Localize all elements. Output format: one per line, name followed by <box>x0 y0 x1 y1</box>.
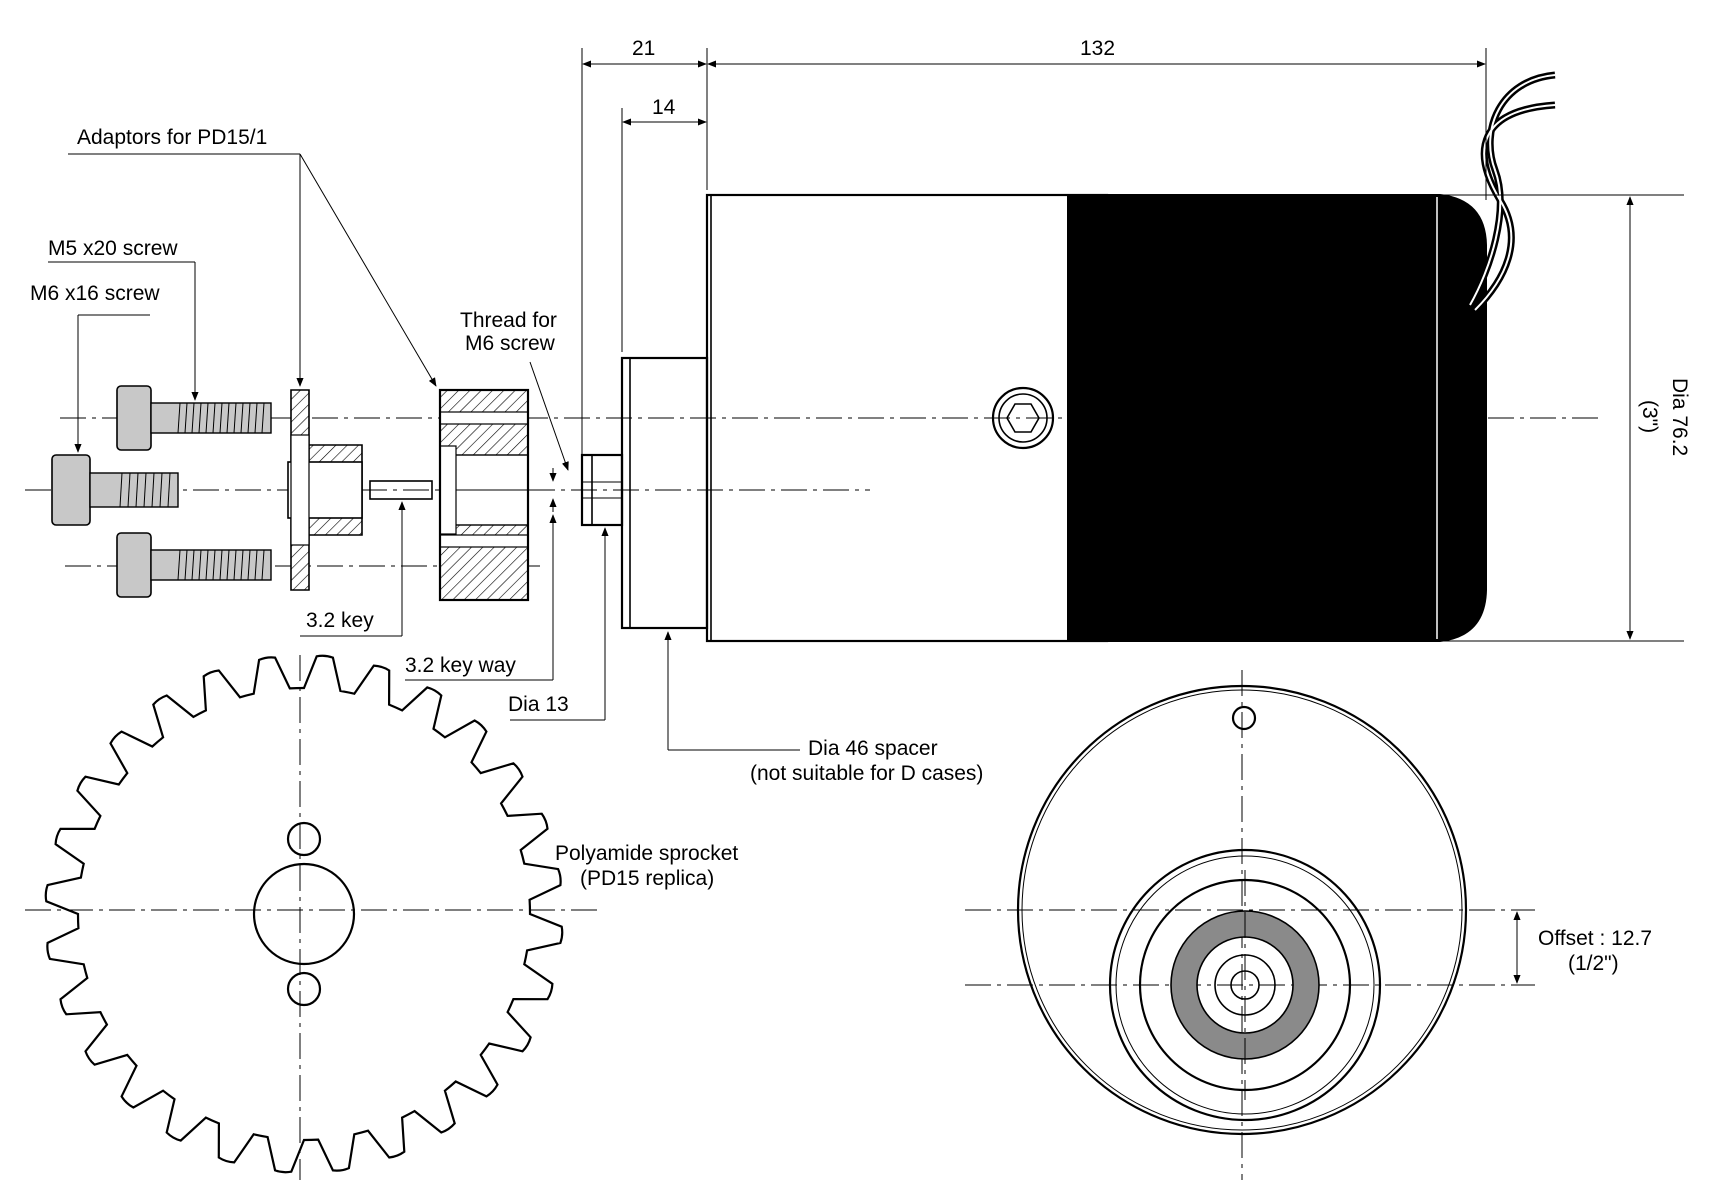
label-dia13: Dia 13 <box>508 693 569 716</box>
adaptor-sleeve <box>438 388 530 602</box>
m5-screw-bottom <box>116 532 272 598</box>
spacer-ring <box>1171 911 1319 1059</box>
motor-side-view <box>580 71 1556 643</box>
label-thread-1: Thread for <box>460 309 557 332</box>
key-part <box>369 480 433 500</box>
label-sprocket-1: Polyamide sprocket <box>555 842 738 865</box>
motor-end-view <box>1016 684 1468 1136</box>
label-offset-2: (1/2") <box>1568 952 1619 975</box>
label-m6-screw: M6 x16 screw <box>30 282 160 305</box>
label-offset-1: Offset : 12.7 <box>1538 927 1652 950</box>
label-key: 3.2 key <box>306 609 374 632</box>
label-dia76-1: Dia 76.2 <box>1668 378 1691 456</box>
leader-lines <box>48 153 800 751</box>
label-spacer-1: Dia 46 spacer <box>808 737 938 760</box>
motor-end-cap <box>1067 194 1487 642</box>
adaptor-flange <box>287 389 363 591</box>
dim-21: 21 <box>632 37 655 60</box>
text-labels: Adaptors for PD15/1 M5 x20 screw M6 x16 … <box>30 37 1691 975</box>
label-thread-2: M6 screw <box>465 332 556 355</box>
dim-132: 132 <box>1080 37 1115 60</box>
label-dia76-2: (3") <box>1638 400 1661 433</box>
m5-screw-top <box>116 385 272 451</box>
label-m5-screw: M5 x20 screw <box>48 237 178 260</box>
polyamide-sprocket <box>44 654 564 1174</box>
label-adaptors: Adaptors for PD15/1 <box>77 126 267 149</box>
dim-14: 14 <box>652 96 676 119</box>
label-key-way: 3.2 key way <box>405 654 516 677</box>
dimension-lines <box>549 48 1684 986</box>
m6-screw <box>51 454 179 526</box>
label-sprocket-2: (PD15 replica) <box>580 867 714 890</box>
label-spacer-2: (not suitable for D cases) <box>750 762 983 785</box>
